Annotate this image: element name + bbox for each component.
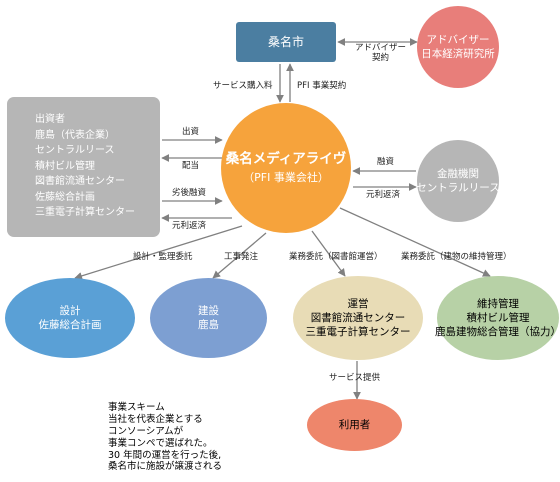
caption-line: 事業コンペで選ばれた。 [108, 437, 213, 449]
construction-role: 建設 [198, 304, 219, 317]
caption-line: 桑名市に施設が譲渡される [108, 461, 223, 473]
city-label: 桑名市 [267, 34, 304, 49]
arrow-construction [212, 232, 267, 279]
construction-node: 建設 鹿島 [150, 278, 267, 358]
scheme-caption: 事業スキーム 当社を代表企業とする コンソーシアムが 事業コンペで選ばれた。 3… [108, 402, 222, 473]
construction-company: 鹿島 [198, 319, 219, 331]
investor-item: 鹿島（代表企業） [35, 129, 115, 141]
operation-company: 図書館流通センター [310, 311, 406, 324]
investor-item: 佐藤総合計画 [35, 191, 95, 203]
maintenance-company: 鹿島建物総合管理（協力） [435, 326, 560, 339]
maintenance-node: 維持管理 積村ビル管理 鹿島建物総合管理（協力） [435, 276, 560, 360]
label-advisor-contract: アドバイザー 契約 [355, 43, 407, 64]
investor-item: 三重電子計算センター [35, 207, 135, 218]
operation-role: 運営 [347, 297, 369, 310]
arrow-maintenance [339, 207, 491, 277]
caption-line: 当社を代表企業とする [108, 413, 203, 425]
bank-node: 金融機関 セントラルリース [416, 140, 500, 222]
label-repayment-left: 元利返済 [172, 221, 207, 231]
advisor-name: 日本経済研究所 [421, 48, 495, 60]
label-construction-order: 工事発注 [224, 252, 259, 262]
maintenance-role: 維持管理 [477, 297, 519, 310]
label-investment: 出資 [182, 127, 200, 137]
users-node: 利用者 [307, 399, 402, 451]
bank-role: 金融機関 [437, 167, 479, 180]
operation-node: 運営 図書館流通センター 三重電子計算センター [293, 276, 423, 360]
design-node: 設計 佐藤総合計画 [5, 278, 135, 358]
investors-heading: 出資者 [35, 114, 65, 125]
label-repayment-right: 元利返済 [366, 190, 401, 200]
arrow-operation [311, 230, 346, 277]
city-node: 桑名市 [236, 22, 336, 62]
maintenance-company: 積村ビル管理 [466, 311, 530, 324]
label-design-outsourcing: 設計・監理委託 [133, 252, 193, 262]
label-pfi-contract: PFI 事業契約 [297, 81, 347, 91]
users-label: 利用者 [338, 418, 371, 431]
investor-item: セントラルリース [35, 145, 115, 156]
label-financing: 融資 [377, 157, 395, 167]
advisor-role: アドバイザー [426, 33, 490, 46]
investor-item: 積村ビル管理 [35, 160, 95, 172]
operation-company: 三重電子計算センター [305, 326, 411, 339]
caption-line: 事業スキーム [108, 402, 165, 413]
investors-node: 出資者 鹿島（代表企業） セントラルリース 積村ビル管理 図書館流通センター 佐… [7, 97, 160, 237]
design-company: 佐藤総合計画 [38, 319, 102, 331]
arrow-design [74, 225, 243, 280]
bank-name: セントラルリース [416, 182, 500, 194]
caption-line: 30 年間の運営を行った後, [108, 449, 222, 461]
spc-node: 桑名メディアライヴ （PFI 事業会社） [221, 103, 351, 233]
caption-line: コンソーシアムが [108, 425, 184, 437]
advisor-node: アドバイザー 日本経済研究所 [417, 6, 499, 88]
label-outsourcing-maintenance: 業務委託（建物の維持管理） [401, 252, 512, 262]
label-outsourcing-library: 業務委託（図書館運営） [289, 252, 383, 262]
label-service-provision: サービス提供 [329, 373, 381, 383]
label-service-fee: サービス購入料 [213, 81, 273, 91]
design-role: 設計 [59, 304, 81, 317]
label-dividend: 配当 [182, 161, 200, 171]
spc-subtitle: （PFI 事業会社） [243, 171, 329, 185]
investor-item: 図書館流通センター [35, 176, 125, 187]
spc-title: 桑名メディアライヴ [225, 150, 347, 167]
label-subordinated-loan: 劣後融資 [172, 188, 207, 198]
